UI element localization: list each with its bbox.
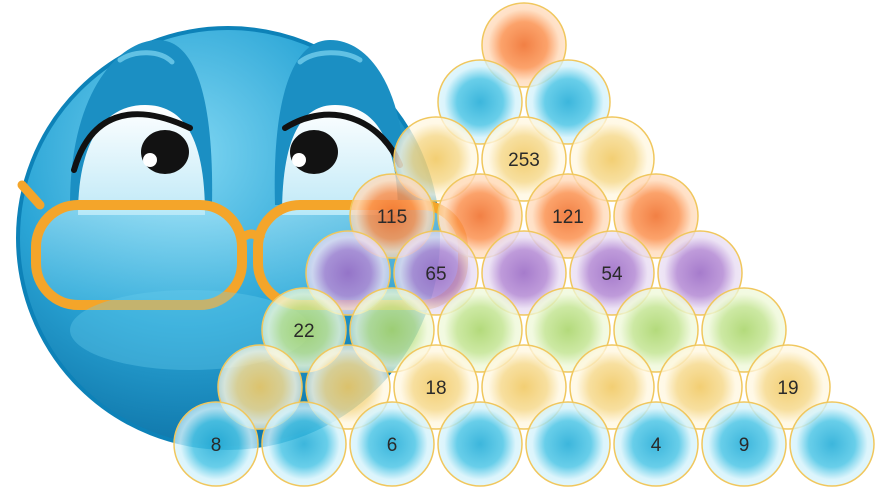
pyramid-ball <box>526 402 610 486</box>
ball-number: 115 <box>377 207 407 228</box>
ball-number: 8 <box>211 435 222 456</box>
ball-number: 22 <box>293 321 314 342</box>
ball-circle <box>262 402 346 486</box>
ball-number: 18 <box>425 378 446 399</box>
pyramid-ball: 4 <box>614 402 698 486</box>
ball-number: 9 <box>739 435 750 456</box>
pyramid-ball <box>438 402 522 486</box>
right-pupil <box>290 130 338 174</box>
ball-circle <box>790 402 874 486</box>
ball-number: 65 <box>425 264 446 285</box>
right-pupil-highlight <box>292 153 306 167</box>
left-pupil-highlight <box>143 153 157 167</box>
left-pupil <box>141 130 189 174</box>
pyramid-ball: 8 <box>174 402 258 486</box>
ball-number: 4 <box>651 435 662 456</box>
pyramid-ball <box>262 402 346 486</box>
ball-number: 6 <box>387 435 398 456</box>
ball-number: 54 <box>601 264 623 285</box>
ball-number: 121 <box>552 207 584 228</box>
pyramid-ball: 6 <box>350 402 434 486</box>
ball-number: 253 <box>508 150 540 171</box>
pyramid-ball <box>790 402 874 486</box>
ball-circle <box>438 402 522 486</box>
ball-circle <box>526 402 610 486</box>
pyramid-ball: 9 <box>702 402 786 486</box>
ball-number: 19 <box>777 378 798 399</box>
